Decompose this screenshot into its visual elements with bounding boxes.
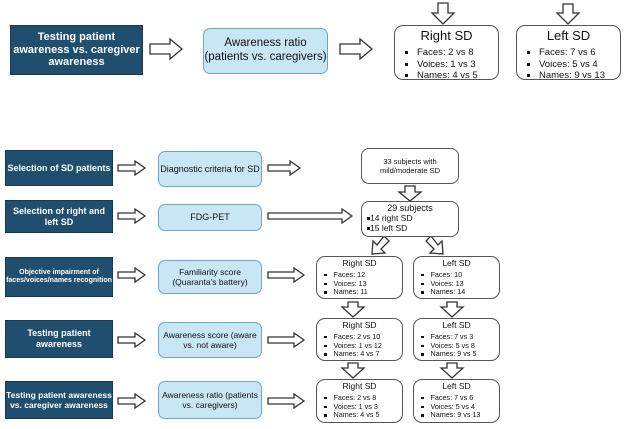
measure-box: Diagnostic criteria for SD xyxy=(158,151,262,187)
hollow-arrow-icon xyxy=(117,392,147,410)
card-item: Names: 14 xyxy=(421,288,499,297)
card-title: Left SD xyxy=(442,258,471,268)
card-item: Names: 4 vs 5 xyxy=(324,411,402,420)
hollow-arrow-icon xyxy=(425,235,444,255)
split-box: 29 subjects 14 right SD 15 left SD xyxy=(361,201,459,237)
subjects-label: 33 subjects with mild/moderate SD xyxy=(379,156,441,175)
hollow-arrow-icon xyxy=(430,2,456,25)
measure-label: FDG-PET xyxy=(190,212,230,223)
card-item: Names: 4 vs 7 xyxy=(324,350,402,359)
top-step-box: Testing patient awareness vs. caregiver … xyxy=(10,25,143,75)
card-item: Faces: 12 xyxy=(324,270,402,280)
card-item: Names: 9 vs 5 xyxy=(421,350,499,359)
step-label: Testing patient awareness vs. caregiver … xyxy=(6,389,112,410)
hollow-arrow-icon xyxy=(267,207,354,225)
card-title: Right SD xyxy=(420,28,473,43)
measure-box: Familiarity score (Quaranta's battery) xyxy=(158,260,262,294)
step-box: Objective impairment of faces/voices/nam… xyxy=(5,257,113,297)
hollow-arrow-icon xyxy=(117,331,147,349)
split-title: 29 subjects xyxy=(387,203,433,213)
card-title: Left SD xyxy=(442,320,471,330)
hollow-arrow-icon xyxy=(340,301,366,318)
measure-label: Awareness score (aware vs. not aware) xyxy=(163,329,257,350)
hollow-arrow-icon xyxy=(397,185,423,202)
right-sd-card: Right SD Faces: 2 vs 10 Voices: 1 vs 12 … xyxy=(316,318,403,361)
hollow-arrow-icon xyxy=(117,266,147,284)
card-item: Faces: 2 vs 8 xyxy=(405,47,498,59)
card-item: Voices: 13 xyxy=(324,279,402,289)
card-item: Names: 9 vs 13 xyxy=(421,411,499,420)
card-item: Voices: 1 vs 3 xyxy=(324,402,402,412)
card-item: Names: 9 vs 13 xyxy=(527,70,620,82)
left-sd-card: Left SD Faces: 7 vs 6 Voices: 5 vs 4 Nam… xyxy=(413,379,500,423)
measure-label: Diagnostic criteria for SD xyxy=(160,163,260,174)
split-item: 14 right SD xyxy=(367,213,458,224)
step-box: Testing patient awareness xyxy=(5,320,113,358)
top-measure-box: Awareness ratio (patients vs. caregivers… xyxy=(203,28,328,74)
card-title: Left SD xyxy=(546,28,591,43)
card-item: Voices: 5 vs 8 xyxy=(421,341,499,351)
hollow-arrow-icon xyxy=(339,37,374,61)
hollow-arrow-icon xyxy=(267,159,302,177)
top-right-sd-card: Right SD Faces: 2 vs 8 Voices: 1 vs 3 Na… xyxy=(394,25,499,82)
left-sd-card: Left SD Faces: 7 vs 3 Voices: 5 vs 8 Nam… xyxy=(413,318,500,361)
card-item: Faces: 7 vs 6 xyxy=(421,393,499,403)
measure-box: Awareness score (aware vs. not aware) xyxy=(158,322,262,358)
card-title: Right SD xyxy=(342,381,377,391)
card-item: Faces: 2 vs 8 xyxy=(324,393,402,403)
hollow-arrow-icon xyxy=(117,207,147,225)
right-sd-card: Right SD Faces: 12 Voices: 13 Names: 11 xyxy=(316,256,403,299)
hollow-arrow-icon xyxy=(439,301,465,318)
card-title: Right SD xyxy=(342,320,377,330)
right-sd-card: Right SD Faces: 2 vs 8 Voices: 1 vs 3 Na… xyxy=(316,379,403,423)
measure-label: Familiarity score (Quaranta's battery) xyxy=(172,266,248,287)
step-label: Testing patient awareness xyxy=(27,328,91,349)
measure-label: Awareness ratio (patients vs. caregivers… xyxy=(162,389,258,410)
card-item: Names: 4 vs 5 xyxy=(405,70,498,82)
hollow-arrow-icon xyxy=(267,331,306,349)
card-item: Voices: 13 xyxy=(421,279,499,289)
hollow-arrow-icon xyxy=(340,362,366,379)
top-left-sd-card: Left SD Faces: 7 vs 6 Voices: 5 vs 4 Nam… xyxy=(516,25,621,82)
top-step-label: Testing patient awareness vs. caregiver … xyxy=(13,30,140,69)
measure-box: FDG-PET xyxy=(158,204,262,231)
step-box: Testing patient awareness vs. caregiver … xyxy=(5,381,113,419)
card-item: Faces: 10 xyxy=(421,270,499,280)
hollow-arrow-icon xyxy=(555,3,581,25)
top-measure-label: Awareness ratio (patients vs. caregivers… xyxy=(204,37,327,63)
step-label: Selection of right and left SD xyxy=(12,205,105,227)
card-title: Left SD xyxy=(442,381,471,391)
step-label: Selection of SD patients xyxy=(7,162,111,173)
card-item: Faces: 7 vs 6 xyxy=(527,47,620,59)
split-item: 15 left SD xyxy=(367,223,458,234)
step-box: Selection of right and left SD xyxy=(5,200,113,233)
step-label: Objective impairment of faces/voices/nam… xyxy=(6,268,112,284)
card-item: Faces: 2 vs 10 xyxy=(324,332,402,342)
measure-box: Awareness ratio (patients vs. caregivers… xyxy=(158,381,262,419)
hollow-arrow-icon xyxy=(117,159,147,177)
card-item: Voices: 1 vs 3 xyxy=(405,59,498,71)
hollow-arrow-icon xyxy=(267,392,306,410)
step-box: Selection of SD patients xyxy=(5,150,113,186)
card-item: Faces: 7 vs 3 xyxy=(421,332,499,342)
hollow-arrow-icon xyxy=(371,235,390,255)
card-item: Voices: 5 vs 4 xyxy=(527,59,620,71)
hollow-arrow-icon xyxy=(267,266,306,284)
hollow-arrow-icon xyxy=(149,37,184,61)
card-item: Names: 11 xyxy=(324,288,402,297)
card-item: Voices: 5 vs 4 xyxy=(421,402,499,412)
card-item: Voices: 1 vs 12 xyxy=(324,341,402,351)
hollow-arrow-icon xyxy=(439,362,465,379)
card-title: Right SD xyxy=(342,258,377,268)
subjects-box: 33 subjects with mild/moderate SD xyxy=(361,148,459,184)
left-sd-card: Left SD Faces: 10 Voices: 13 Names: 14 xyxy=(413,256,500,299)
